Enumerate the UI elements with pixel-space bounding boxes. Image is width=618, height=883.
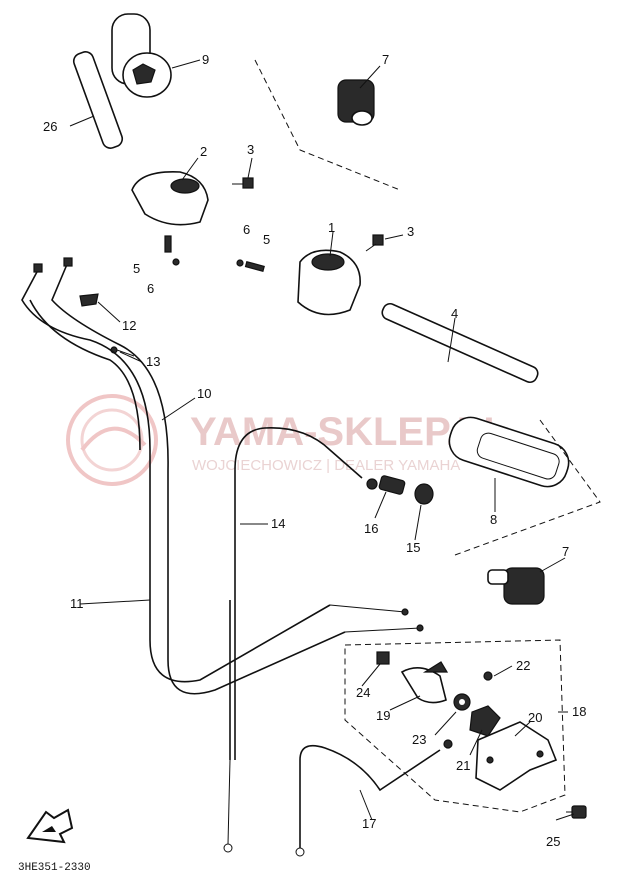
part-weight-7-top xyxy=(337,79,375,126)
callout-2: 2 xyxy=(200,144,207,159)
part-nut-15 xyxy=(414,483,434,505)
part-small-5-6 xyxy=(172,258,265,272)
cable-17 xyxy=(295,739,453,857)
part-bolt-24 xyxy=(376,651,390,665)
callout-labels: 9 26 2 7 3 3 6 5 1 5 6 4 12 13 10 14 16 … xyxy=(43,52,586,849)
callout-17: 17 xyxy=(362,816,376,831)
watermark-subtitle: WOJCIECHOWICZ | DEALER YAMAHA xyxy=(192,457,460,474)
callout-15: 15 xyxy=(406,540,420,555)
callout-24: 24 xyxy=(356,685,370,700)
callout-5-left: 5 xyxy=(133,261,140,276)
part-washer-23 xyxy=(453,693,471,711)
cable-10-11 xyxy=(21,257,424,695)
cable-14 xyxy=(223,427,378,853)
callout-1: 1 xyxy=(328,220,335,235)
diagram-code: 3HE351-2330 xyxy=(18,862,91,874)
callout-6-left: 6 xyxy=(147,281,154,296)
callout-5-top: 5 xyxy=(263,232,270,247)
callout-8: 8 xyxy=(490,512,497,527)
callout-22: 22 xyxy=(516,658,530,673)
part-adjuster-16 xyxy=(378,475,406,495)
part-bar-26 xyxy=(72,51,124,149)
callout-6-top: 6 xyxy=(243,222,250,237)
callout-16: 16 xyxy=(364,521,378,536)
part-grip-8 xyxy=(448,416,570,488)
part-bracket-20 xyxy=(475,721,558,791)
callout-12: 12 xyxy=(122,318,136,333)
callout-3-top: 3 xyxy=(247,142,254,157)
part-throttle-housing-1 xyxy=(297,249,361,316)
part-screw-22 xyxy=(483,671,493,681)
callout-21: 21 xyxy=(456,758,470,773)
callout-11: 11 xyxy=(70,596,84,611)
part-clip-12 xyxy=(79,293,99,307)
callout-14: 14 xyxy=(271,516,285,531)
callout-18: 18 xyxy=(572,704,586,719)
part-screw-3-b xyxy=(365,234,384,252)
part-switch-2 xyxy=(131,171,209,253)
callout-26: 26 xyxy=(43,119,57,134)
callout-7-top: 7 xyxy=(382,52,389,67)
part-grip-9 xyxy=(111,13,172,98)
callout-7-bottom: 7 xyxy=(562,544,569,559)
part-switch-21 xyxy=(469,705,501,737)
part-lever-19 xyxy=(400,661,449,704)
callout-3-right: 3 xyxy=(407,224,414,239)
callout-9: 9 xyxy=(202,52,209,67)
part-screw-3-a xyxy=(232,177,254,189)
callout-25: 25 xyxy=(546,834,560,849)
callout-19: 19 xyxy=(376,708,390,723)
part-weight-7-bottom xyxy=(487,567,545,605)
callout-4: 4 xyxy=(451,306,458,321)
callout-20: 20 xyxy=(528,710,542,725)
callout-23: 23 xyxy=(412,732,426,747)
forward-arrow-icon xyxy=(26,808,74,844)
part-bolt-25 xyxy=(566,805,587,819)
watermark-logo-icon xyxy=(66,394,158,486)
part-handlebar-4 xyxy=(381,302,539,384)
watermark: YAMA-SKLEP.PL WOJCIECHOWICZ | DEALER YAM… xyxy=(66,394,508,486)
callout-10: 10 xyxy=(197,386,211,401)
leader-lines xyxy=(69,59,575,821)
callout-13: 13 xyxy=(146,354,160,369)
